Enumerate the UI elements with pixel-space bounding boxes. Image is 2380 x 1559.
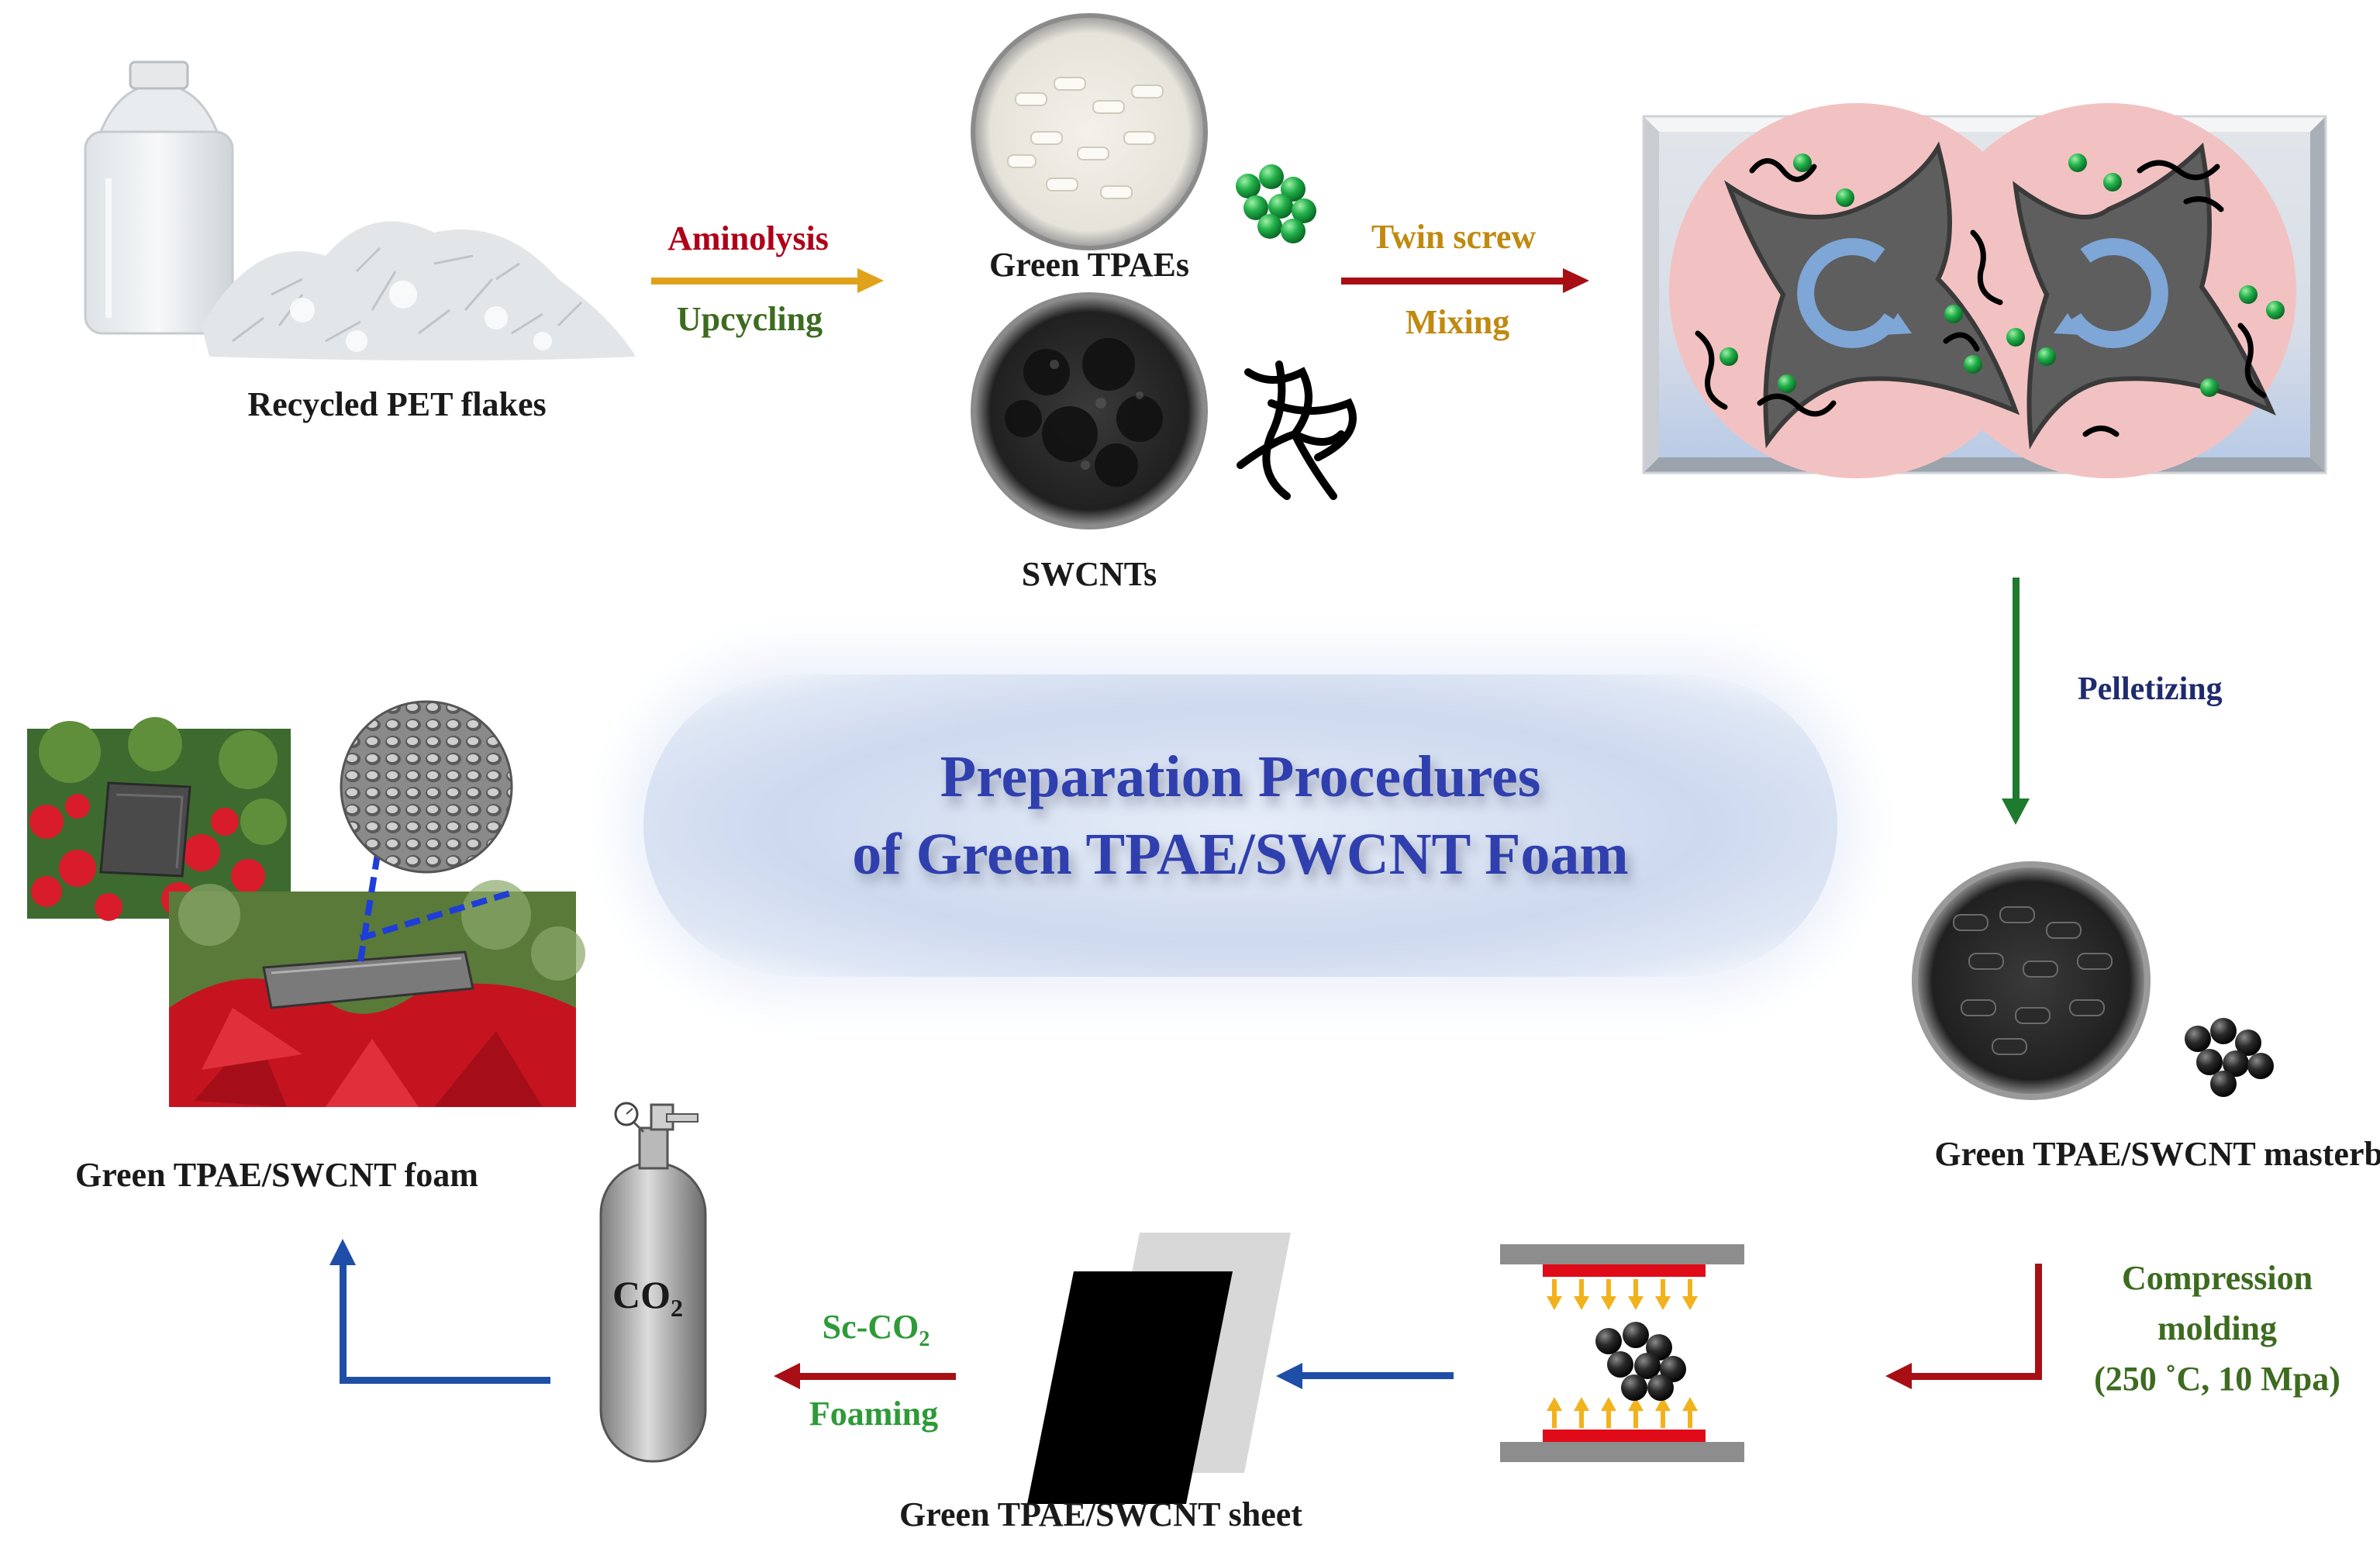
diagram-title-line2: of Green TPAE/SWCNT Foam [852,822,1629,887]
title-pill-background [643,674,1837,977]
foaming-label: Foaming [809,1395,939,1433]
compression-press-illustration [1500,1244,1744,1462]
pet-flakes-illustration [202,221,636,360]
black-pellet-cluster-icon [2185,1018,2274,1097]
masterbatch-label: Green TPAE/SWCNT masterbatch [1934,1135,2380,1173]
twin-screw-arrow [1341,268,1589,293]
co2-subscript: 2 [671,1294,683,1322]
swcnts-label: SWCNTs [1021,555,1157,593]
scco2-label: Sc-CO2 [822,1308,930,1351]
pet-bottle-illustration [84,60,234,335]
green-tpae-dish [971,13,1208,250]
cylinder-to-foam-arrow [329,1239,550,1384]
foam-label: Green TPAE/SWCNT foam [75,1156,478,1194]
compression-molding-arrow [1885,1264,2042,1389]
upcycling-label: Upcycling [676,300,823,338]
pelletizing-label: Pelletizing [2078,671,2223,707]
pelletizing-arrow [2002,578,2030,825]
aminolysis-arrow [651,268,884,293]
swcnt-dish [971,292,1208,529]
green-pellet-cluster-icon [1236,164,1316,243]
co2-cylinder-icon [599,1102,707,1463]
tpae-sheet-illustration [1027,1233,1291,1504]
compression-label-line2: molding [2157,1309,2278,1347]
foam-photo-bottom [169,880,585,1107]
aminolysis-label: Aminolysis [667,219,829,257]
press-to-sheet-arrow [1276,1363,1454,1389]
diagram-title-line1: Preparation Procedures [940,744,1541,809]
green-tpaes-label: Green TPAEs [989,246,1189,284]
sheet-label: Green TPAE/SWCNT sheet [899,1495,1302,1533]
twin-screw-mixer-illustration [1642,103,2327,478]
foam-sem-zoom-icon [340,700,517,962]
co2-cylinder-label: CO2 [612,1273,683,1322]
scco2-subscript: 2 [919,1326,930,1351]
recycled-pet-label: Recycled PET flakes [247,385,547,423]
foam-photo-top [27,717,291,921]
foaming-arrow [774,1363,956,1389]
mixing-label: Mixing [1405,303,1510,341]
swcnt-strand-icon [1237,360,1357,500]
compression-label-line3: (250 ˚C, 10 Mpa) [2094,1360,2340,1398]
compression-label-line1: Compression [2121,1259,2313,1297]
twin-screw-label: Twin screw [1371,218,1537,256]
masterbatch-dish [1912,861,2151,1100]
